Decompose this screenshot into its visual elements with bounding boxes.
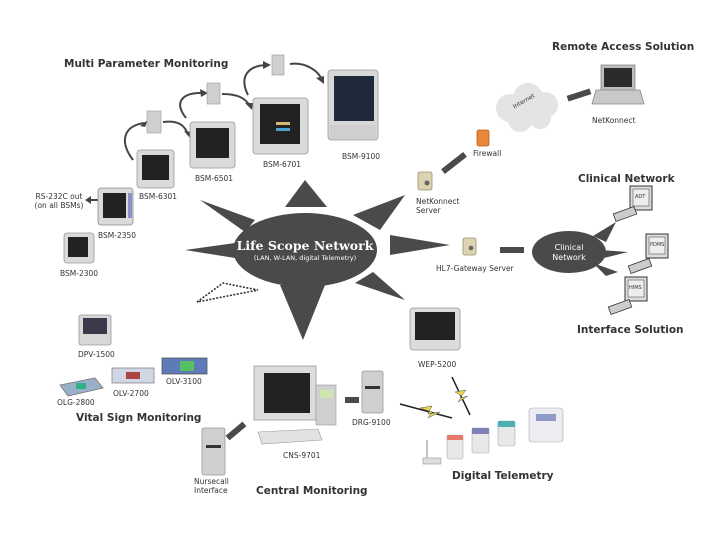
terminal-pdms-icon: [627, 233, 669, 275]
section-vital-sign: Vital Sign Monitoring: [76, 412, 202, 424]
wireless-bolt-icon: [399, 403, 453, 419]
link-bar-cns-drg: [345, 397, 359, 403]
section-interface-solution: Interface Solution: [577, 324, 684, 336]
label-netkonnect-server: NetKonnect Server: [416, 197, 460, 215]
firewall-icon: [476, 129, 490, 147]
section-remote-access: Remote Access Solution: [552, 41, 695, 53]
label-nursecall: Nursecall Interface: [194, 477, 229, 495]
bsm-2350-icon: [97, 187, 134, 226]
label-olg-2800: OLG-2800: [57, 398, 95, 407]
netkonnect-laptop-icon: [591, 64, 645, 105]
hub-title: Life Scope Network: [236, 238, 374, 253]
transmitter-orange-icon: [446, 434, 464, 460]
label-olv-3100: OLV-3100: [166, 377, 202, 386]
ray-top-left: [200, 200, 255, 232]
section-digital-telemetry: Digital Telemetry: [452, 470, 554, 482]
netkonnect-server-icon: [417, 171, 433, 191]
label-bsm-2300: BSM-2300: [60, 269, 99, 278]
ray-bottom: [280, 285, 325, 340]
arrow-6501-up: [179, 91, 206, 119]
bsm-6301-icon: [136, 149, 175, 189]
label-bsm-6301: BSM-6301: [139, 192, 178, 201]
transmitter-teal-icon: [497, 420, 516, 447]
label-firewall: Firewall: [473, 149, 502, 158]
label-rs232-line2: (on all BSMs): [34, 200, 84, 210]
internet-cloud-icon: [496, 83, 558, 132]
terminal-adt-label: ADT: [635, 194, 646, 200]
label-bsm-2350: BSM-2350: [98, 231, 137, 240]
section-central-monitoring: Central Monitoring: [256, 485, 368, 497]
link-bar-hl7-clinical: [500, 247, 524, 253]
life-scope-hub: [233, 213, 377, 287]
wireless-bolt-icon: [451, 376, 471, 416]
bsm-6701-icon: [252, 97, 309, 155]
bsm-9100-icon: [327, 69, 379, 141]
label-rs232: RS-232C out (on all BSMs): [32, 192, 86, 210]
label-netkonnect: NetKonnect: [592, 116, 636, 125]
ray-left: [185, 243, 235, 258]
olv-3100-icon: [161, 357, 208, 375]
ray-dotted: [196, 282, 259, 303]
label-bsm-9100: BSM-9100: [342, 152, 381, 161]
ray-right: [390, 235, 450, 255]
label-drg-9100: DRG-9100: [352, 418, 391, 427]
cns-9701-icon: [253, 365, 337, 445]
ray-top-right: [353, 195, 405, 230]
wep-5200-icon: [409, 307, 461, 351]
receiver-unit-icon: [528, 407, 564, 443]
link-bar-cloud-laptop: [566, 88, 592, 102]
label-netkonnect-server-line1: NetKonnect: [416, 197, 460, 206]
clinical-hub-line1: Clinical: [554, 243, 584, 252]
olg-2800-icon: [59, 377, 104, 397]
label-netkonnect-server-line2: Server: [416, 205, 441, 215]
arrow-9100: [289, 62, 323, 81]
terminal-adt-icon: [612, 185, 653, 223]
terminal-hims-label: HIMS: [629, 285, 642, 291]
clinical-network-hub: [532, 231, 606, 273]
section-multi-parameter: Multi Parameter Monitoring: [64, 58, 229, 70]
transmitter-purple-icon: [471, 427, 490, 454]
label-bsm-6701: BSM-6701: [263, 160, 302, 169]
link-bar-netkonnect-firewall: [441, 152, 467, 174]
label-wep-5200: WEP-5200: [418, 360, 457, 369]
bsm-6501-icon: [189, 121, 236, 169]
hl7-server-icon: [462, 237, 477, 256]
label-nursecall-line1: Nursecall: [194, 477, 229, 486]
label-rs232-line1: RS-232C out: [35, 192, 83, 201]
module-icon: [206, 82, 221, 105]
hub-subtitle: (LAN, W-LAN, digital Telemetry): [253, 254, 357, 262]
label-dpv-1500: DPV-1500: [78, 350, 115, 359]
label-olv-2700: OLV-2700: [113, 389, 149, 398]
clinical-hub-line2: Network: [552, 252, 586, 262]
olv-2700-icon: [111, 367, 155, 384]
ray-top: [285, 180, 327, 207]
dpv-1500-icon: [78, 314, 112, 346]
nursecall-interface-icon: [201, 427, 226, 476]
terminal-hims-icon: [607, 276, 648, 316]
bsm-2300-icon: [63, 232, 95, 264]
clinical-network-hub-label: Clinical Network: [534, 243, 604, 262]
arrow-6701: [221, 93, 251, 107]
antenna-icon: [422, 440, 442, 465]
module-icon: [146, 110, 162, 134]
module-icon: [271, 54, 285, 76]
arrow-6301-up: [123, 122, 146, 161]
link-bar-nursecall-cns: [225, 421, 247, 441]
label-cns-9701: CNS-9701: [283, 451, 321, 460]
ray-bottom-right: [355, 272, 405, 300]
arrow-6501: [162, 120, 189, 136]
label-bsm-6501: BSM-6501: [195, 174, 234, 183]
arrow-6701-up: [243, 64, 269, 96]
section-clinical-network: Clinical Network: [578, 173, 675, 185]
terminal-pdms-label: PDMS: [650, 242, 665, 248]
drg-9100-icon: [361, 370, 384, 414]
label-hl7-gateway: HL7-Gateway Server: [436, 264, 514, 273]
label-nursecall-line2: Interface: [194, 485, 228, 495]
